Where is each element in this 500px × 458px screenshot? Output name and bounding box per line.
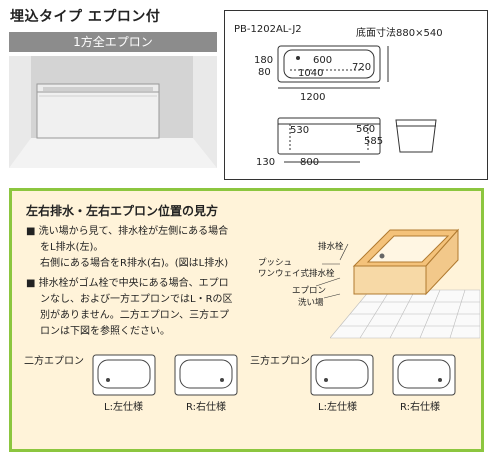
label-leader-lines [315,243,349,299]
dim-80: 80 [258,67,271,78]
page-title: 埋込タイプ エプロン付 [10,9,161,25]
note2-line3: 別がありません。二方エプロン、三方エプ [40,310,230,321]
dim-600: 600 [313,55,333,66]
note-drain-position: ■ 洗い場から見て、排水栓が左側にある場合 をL排水(左)。 右側にある場合をR… [26,224,276,272]
bathtub-room-illustration [9,56,217,168]
bullet-square: ■ [26,278,36,289]
two-apron-right-tub [174,354,238,396]
three-apron-right-tub [392,354,456,396]
two-apron-left-caption: L:左仕様 [104,402,143,413]
dim-560: 560 [356,124,376,135]
two-apron-label: 二方エプロン [24,356,84,367]
dim-180: 180 [254,55,274,66]
label-apron: エプロン [292,286,327,296]
tub-plan-drawing [277,45,437,163]
guide-heading: 左右排水・左右エプロン位置の見方 [26,204,219,218]
dim-130: 130 [256,157,276,168]
three-apron-label: 三方エプロン [250,356,310,367]
tub-isometric-diagram [330,228,480,339]
note-rubber-plug: ■ 排水栓がゴム栓で中央にある場合、エプロ ンなし、および一方エプロンではL・R… [26,276,276,340]
apron-type-banner: 1方全エプロン [9,32,217,52]
dim-1040: 1040 [298,68,324,79]
note2-line2: ンなし、および一方エプロンではL・Rの区 [40,294,233,305]
label-push: プッシュ [258,258,293,268]
note1-line2: をL排水(左)。 [40,242,104,253]
note1-line1: 洗い場から見て、排水栓が左側にある場合 [38,226,229,237]
note1-line3: 右側にある場合をR排水(右)。(図はL排水) [40,258,229,269]
three-apron-right-caption: R:右仕様 [400,402,441,413]
dim-585: 585 [364,136,384,147]
bullet-square: ■ [26,226,36,237]
note2-line4: ロンは下図を参照ください。 [40,326,170,337]
two-apron-right-caption: R:右仕様 [186,402,227,413]
dim-1200: 1200 [300,92,326,103]
three-apron-left-tub [310,354,374,396]
label-drain: 排水栓 [318,242,344,252]
dim-720: 720 [352,62,372,73]
label-push-oneway: ワンウェイ式排水栓 [258,269,335,279]
bottom-size: 底面寸法880×540 [356,28,443,39]
three-apron-left-caption: L:左仕様 [318,402,357,413]
dim-800: 800 [300,157,320,168]
model-number: PB-1202AL-J2 [234,24,302,35]
dim-530: 530 [290,125,310,136]
note2-line1: 排水栓がゴム栓で中央にある場合、エプロ [38,278,229,289]
label-wash-area: 洗い場 [298,298,324,308]
two-apron-left-tub [92,354,156,396]
